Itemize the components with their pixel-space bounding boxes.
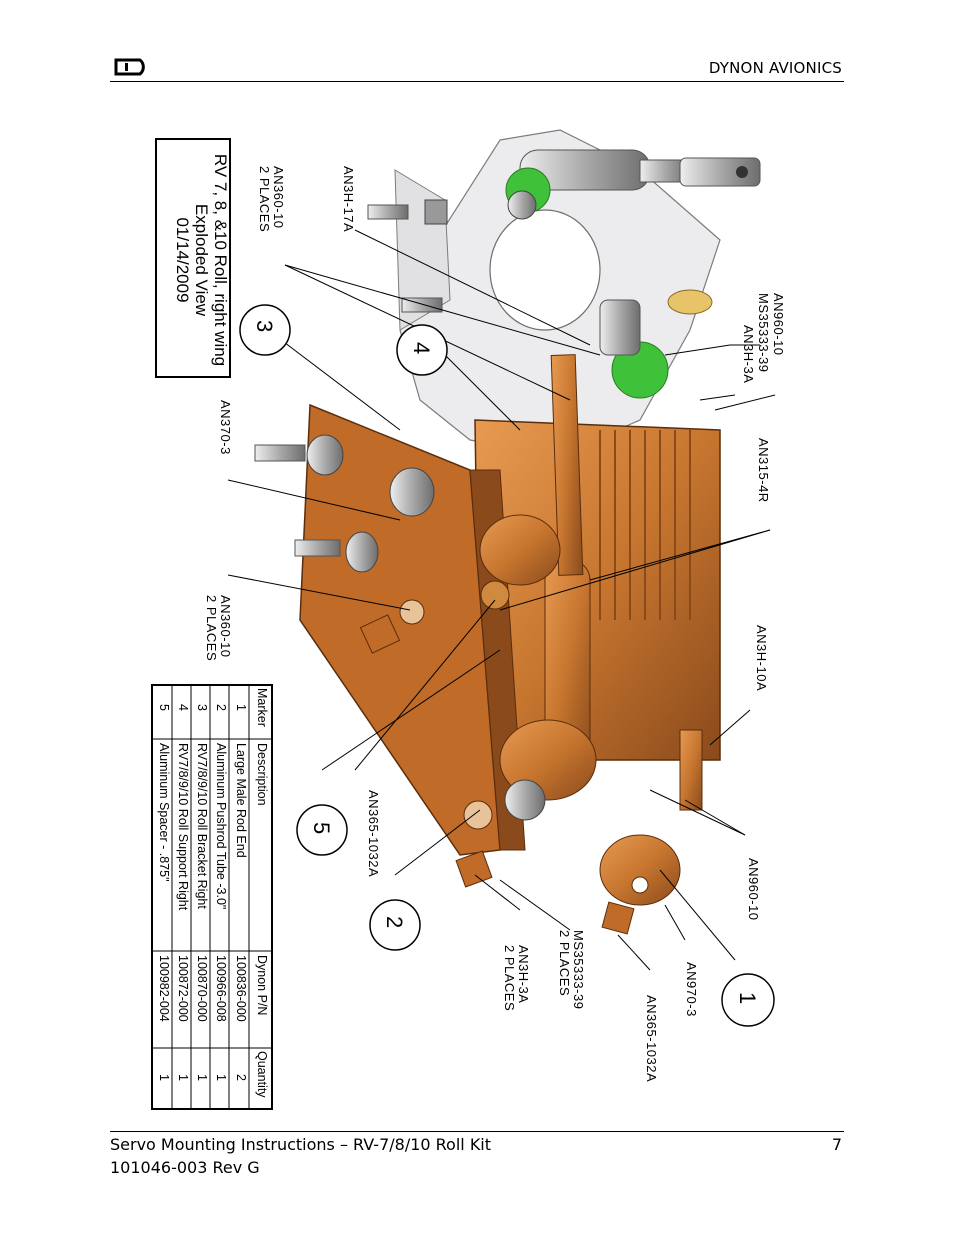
marker-2: 2 [382,916,407,929]
bom-row-1-marker: 1 [234,704,248,711]
page-number: 7 [831,1135,842,1154]
label-an970-3: AN970-3 [684,962,699,1017]
bom-row-3-description: RV7/8/9/10 Roll Bracket Right [195,743,209,909]
bom-row-1-qty: 2 [234,1074,248,1081]
top-rod-end [505,149,761,220]
label-an365-1032a-bottom: AN365-1032A [644,995,659,1083]
marker-5: 5 [309,822,334,835]
figure-title-line-3: 01/14/2009 [173,217,192,303]
bom-row-2-qty: 1 [214,1074,228,1081]
label-text: 2 PLACES [502,945,517,1012]
bom-row-5-qty: 1 [157,1074,171,1081]
label-an360-10-left: AN360-10 2 PLACES [204,595,233,662]
figure-title-line-2: Exploded View [192,203,211,317]
header-company: DYNON AVIONICS [708,59,842,77]
figure-title-block: RV 7, 8, &10 Roll, right wing Exploded V… [155,138,231,378]
label-text: MS35333-39 [571,930,586,1010]
bom-header-description: Description [255,743,269,806]
label-an960-10-right: AN960-10 [746,858,761,921]
label-an3h-3a-bottom: AN3H-3A 2 PLACES [502,945,531,1012]
bom-row-1-description: Large Male Rod End [234,743,248,858]
marker-4: 4 [409,342,434,355]
label-text: 2 PLACES [557,930,572,997]
bom-row-5-pn: 100982-004 [157,955,171,1022]
label-text: 2 PLACES [257,166,272,233]
label-an315-4r: AN315-4R [756,438,771,503]
label-an960-10-top: AN960-10 [771,293,786,356]
label-an360-10-top: AN360-10 2 PLACES [257,166,286,233]
bom-header-marker: Marker [255,688,269,727]
marker-1: 1 [735,992,760,1005]
bom-row-2-marker: 2 [214,704,228,711]
label-text: AN360-10 [271,166,286,229]
bom-row-4-marker: 4 [176,704,190,711]
label-text: 2 PLACES [204,595,219,662]
bom-row-5-marker: 5 [157,704,171,711]
label-an3h-10a: AN3H-10A [754,625,769,692]
document-revision: 101046-003 Rev G [110,1158,260,1177]
marker-3: 3 [252,320,277,333]
bom-row-2-description: Aluminum Pushrod Tube -3.0" [214,743,228,910]
footer-rule [110,1131,844,1132]
label-text: AN3H-3A [516,945,531,1004]
bill-of-materials-table: Marker Description Dynon P/N Quantity 1 … [151,684,273,1110]
label-ms35333-39-bottom: MS35333-39 2 PLACES [557,930,586,1010]
leader-lines [227,229,776,971]
bom-row-4-pn: 100872-000 [176,955,190,1022]
bom-row-4-description: RV7/8/9/10 Roll Support Right [176,743,190,911]
bom-grid [153,686,271,1108]
label-an370-3-left: AN370-3 [218,400,233,455]
bom-header-quantity: Quantity [255,1051,269,1098]
label-text: AN360-10 [218,595,233,658]
figure-title-line-1: RV 7, 8, &10 Roll, right wing [211,153,230,367]
marker-circles [239,304,775,1027]
bom-row-5-description: Aluminum Spacer - .875" [157,743,171,882]
bom-header-pn: Dynon P/N [255,955,269,1016]
dynon-logo-icon [114,58,145,76]
bom-row-2-pn: 100966-008 [214,955,228,1022]
bom-row-3-pn: 100870-000 [195,955,209,1022]
label-an3h-17a: AN3H-17A [341,166,356,233]
bom-row-3-marker: 3 [195,704,209,711]
bom-row-3-qty: 1 [195,1074,209,1081]
footer-title: Servo Mounting Instructions – RV-7/8/10 … [110,1135,492,1154]
label-ms35333-39-top: MS35333-39 [756,293,771,373]
label-an3h-3a-top: AN3H-3A [741,325,756,384]
servo-body [474,419,721,771]
bom-row-1-pn: 100836-000 [234,955,248,1022]
label-an365-1032a-mid: AN365-1032A [366,790,381,878]
bom-row-4-qty: 1 [176,1074,190,1081]
pushrod-assembly [359,289,713,935]
header-rule [110,81,844,82]
figure-title-text: RV 7, 8, &10 Roll, right wing Exploded V… [173,140,230,380]
